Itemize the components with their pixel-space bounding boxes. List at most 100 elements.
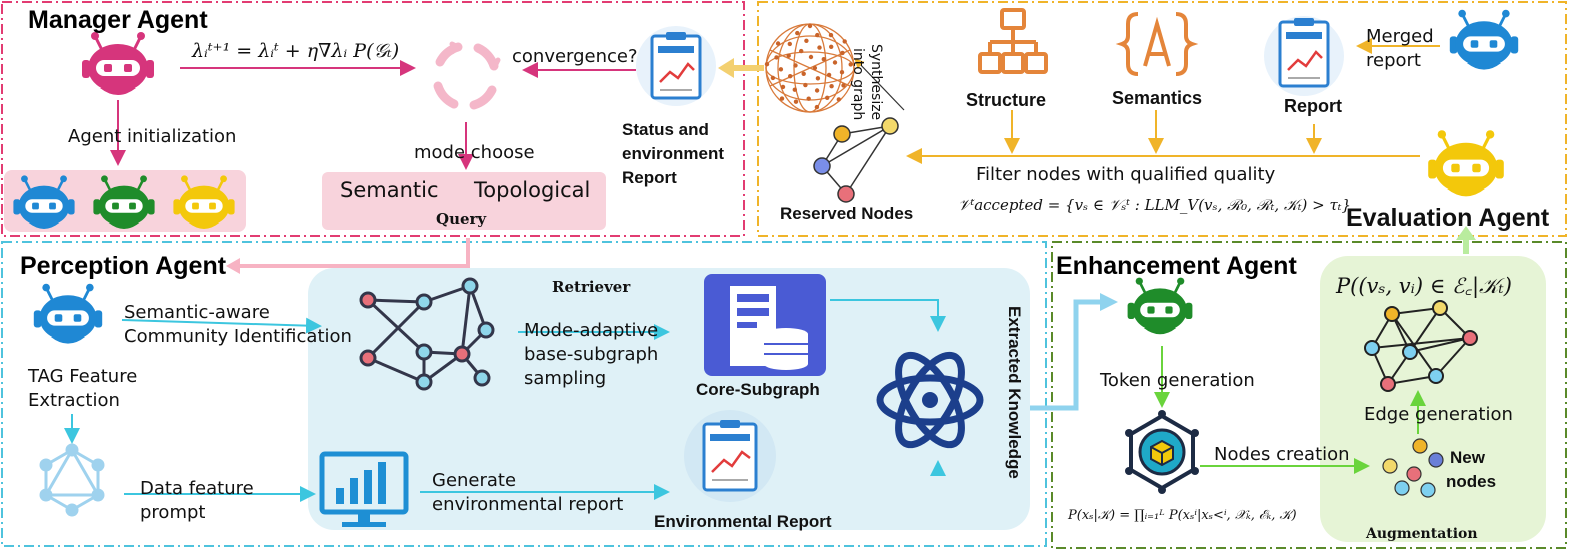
sphere-node-dot <box>821 57 826 62</box>
mode-adaptive-line3: sampling <box>524 368 607 389</box>
sphere-node-dot <box>840 50 845 56</box>
evaluation-panel <box>757 1 1567 237</box>
sphere-node-dot <box>808 54 814 60</box>
evaluation-report-icon <box>1264 16 1344 96</box>
semantics-label: Semantics <box>1112 88 1203 108</box>
sphere-node-dot <box>814 88 820 93</box>
convergence-label: convergence? <box>512 46 638 67</box>
merged-report-robot-icon <box>1448 8 1520 72</box>
retriever-graph <box>359 277 495 391</box>
report-label: Report <box>1284 96 1342 116</box>
server-icon <box>704 274 826 376</box>
sphere-node-dot <box>801 71 806 77</box>
sphere-node-dot <box>825 95 830 101</box>
sphere-node-dot <box>775 41 781 46</box>
status-report-icon <box>636 26 716 106</box>
query-semantic: Semantic <box>340 178 439 202</box>
perception-title: Perception Agent <box>20 252 227 280</box>
sphere-node-dot <box>829 84 834 89</box>
arrow-perception-to-graph <box>121 317 322 334</box>
sphere-node-dot <box>803 82 808 88</box>
hex-cube-icon <box>1125 410 1199 494</box>
sphere-node-dot <box>795 30 800 36</box>
thick-arrow-head-green <box>1456 226 1476 240</box>
sphere-node-dot <box>778 67 784 72</box>
sphere-node-dot <box>806 96 811 101</box>
merged-line2: report <box>1366 50 1421 71</box>
semantics-icon <box>1115 12 1199 76</box>
new-nodes-line2: nodes <box>1446 472 1497 491</box>
structure-icon <box>978 8 1048 74</box>
data-prompt-line1: Data feature <box>140 478 254 499</box>
sphere-node-dot <box>826 72 832 78</box>
mode-adaptive-line2: base-subgraph <box>524 344 659 365</box>
sphere-node-dot <box>829 44 834 49</box>
augmentation-graph <box>1364 300 1478 392</box>
sphere-graph-dots <box>764 23 853 110</box>
sphere-node-dot <box>793 99 799 104</box>
thick-arrow-head-cyan <box>1100 293 1118 311</box>
status-report-line1: Status and <box>622 120 709 139</box>
sphere-node-dot <box>841 83 846 88</box>
retriever-label: Retriever <box>552 278 631 296</box>
thick-arrow-knowledge-to-enhancement <box>1030 299 1100 411</box>
tag-line1: TAG Feature <box>28 366 138 387</box>
synthesize-line1: Synthesize <box>868 44 884 121</box>
semantic-aware-line1: Semantic-aware <box>124 302 270 323</box>
agent-init-label: Agent initialization <box>68 126 237 147</box>
token-formula: P(xₛ|𝒦) = ∏ᵢ₌₁ᴸ P(xₛⁱ|xₛ<ⁱ, 𝒳ₖ, ℰₖ, 𝒦) <box>1068 508 1297 523</box>
query-label: Query <box>436 210 487 228</box>
arrow-synthesize <box>854 58 905 111</box>
cycle-icon <box>433 41 501 110</box>
sphere-node-dot <box>793 63 798 68</box>
sphere-node-dot <box>770 75 776 81</box>
tag-line2: Extraction <box>28 390 120 411</box>
acceptance-formula: 𝒱ᵗaccepted = {vₛ ∈ 𝒱ₛᵗ : LLM_V(vₛ, ℛ₀, ℛ… <box>958 196 1352 214</box>
sphere-node-dot <box>836 97 841 102</box>
manager-formula: λᵢᵗ⁺¹ = λᵢᵗ + η∇λᵢ P(𝒢ₜ) <box>192 40 400 62</box>
generate-line1: Generate <box>432 470 517 491</box>
augmentation-box <box>1320 256 1546 542</box>
sphere-node-dot <box>812 65 818 71</box>
sphere-node-dot <box>799 48 804 54</box>
env-report-label: Environmental Report <box>654 512 832 531</box>
manager-panel <box>1 1 745 237</box>
semantic-aware-line2: Community Identification <box>124 326 352 347</box>
manager-title: Manager Agent <box>28 6 208 34</box>
augmentation-label: Augmentation <box>1366 526 1478 542</box>
thick-arrow-query-to-perception <box>240 238 470 268</box>
sphere-node-dot <box>764 61 770 67</box>
tag-graph-icon <box>39 443 105 517</box>
environmental-report-icon <box>684 410 776 502</box>
sphere-node-dot <box>804 38 809 43</box>
sphere-node-dot <box>774 55 779 60</box>
reserved-nodes-graph <box>813 117 899 203</box>
core-subgraph-label: Core-Subgraph <box>696 380 820 399</box>
extracted-knowledge-label: Extracted Knowledge <box>1005 306 1024 479</box>
perception-panel <box>1 241 1047 547</box>
enhancement-panel <box>1051 241 1567 549</box>
sphere-node-dot <box>828 32 834 38</box>
arrow-core-to-atom <box>830 299 946 332</box>
sphere-node-dot <box>788 74 793 79</box>
manager-robot-icon <box>80 30 156 97</box>
thick-arrow-head-pink <box>226 258 240 274</box>
generate-line2: environmental report <box>432 494 624 515</box>
new-nodes-line1: New <box>1450 448 1485 467</box>
retriever-box <box>308 268 1030 530</box>
sphere-node-dot <box>817 45 822 50</box>
atom-icon <box>876 351 984 449</box>
sphere-node-dot <box>832 60 838 65</box>
monitor-chart-icon <box>319 451 409 527</box>
sphere-node-dot <box>779 96 785 101</box>
evaluation-title: Evaluation Agent <box>1346 204 1550 232</box>
token-generation-label: Token generation <box>1100 370 1255 391</box>
thick-arrow-head-orange <box>718 58 734 78</box>
merged-line1: Merged <box>1366 26 1434 47</box>
query-topological: Topological <box>474 178 591 202</box>
synthesize-line2: into graph <box>850 48 866 121</box>
status-report-line2: environment <box>622 144 725 163</box>
sphere-node-dot <box>842 39 847 44</box>
sphere-node-dot <box>780 84 786 90</box>
edge-probability-formula: P((vₛ, vᵢ) ∈ ℰ꜀|𝒦ₜ) <box>1336 274 1512 298</box>
